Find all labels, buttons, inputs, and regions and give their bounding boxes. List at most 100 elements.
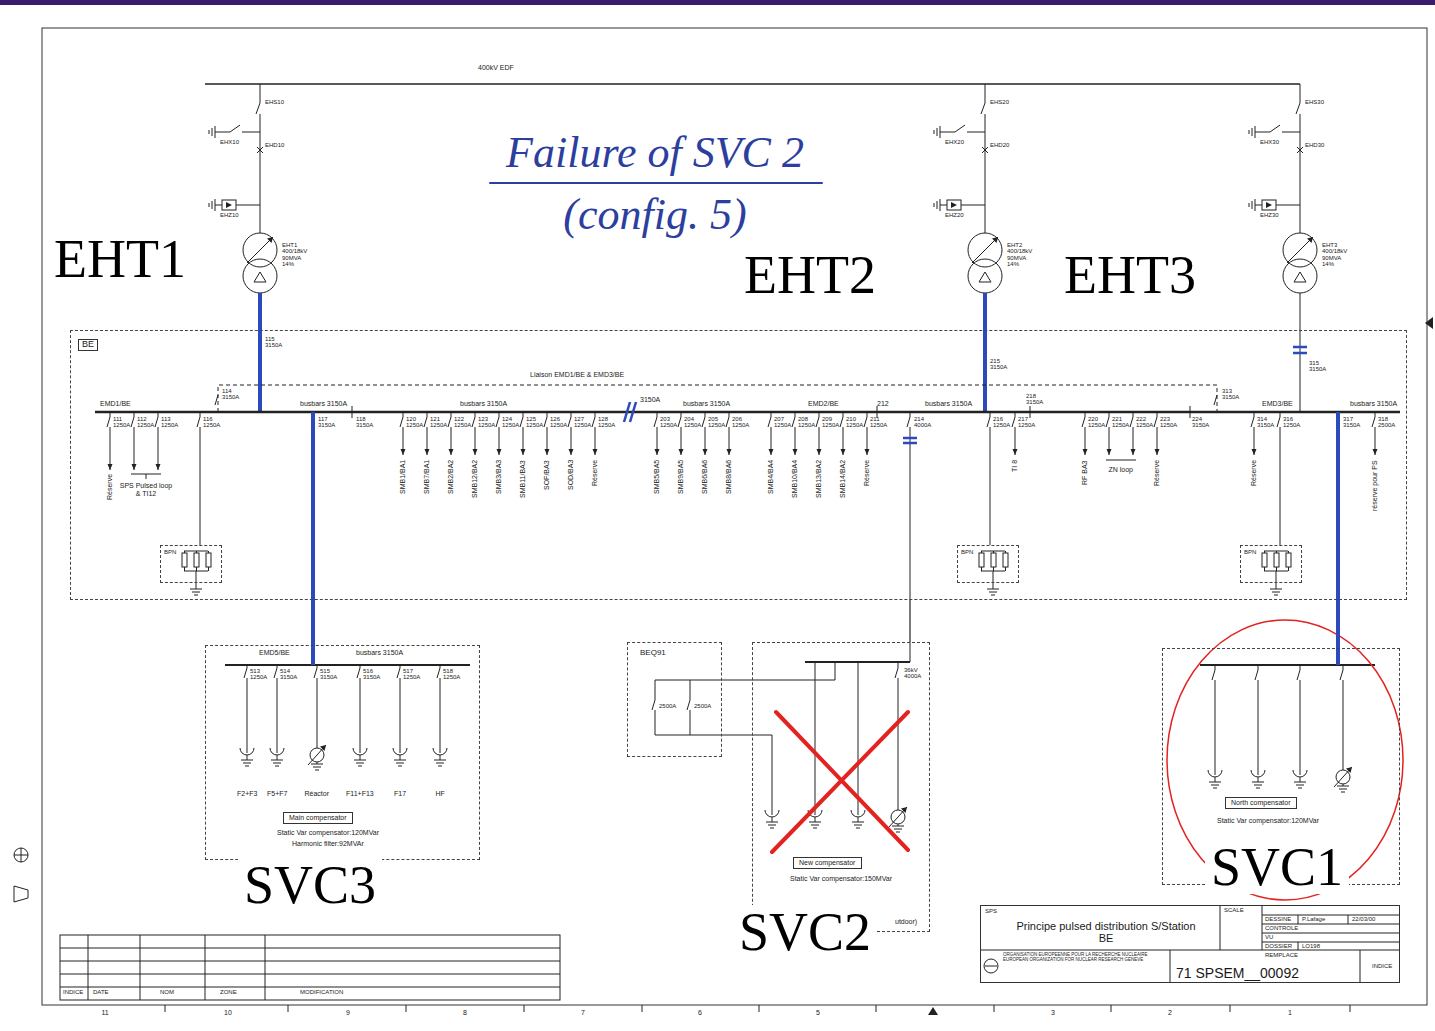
annotation-label: VU — [1265, 934, 1273, 941]
annotation-label: EMD1/BE — [100, 400, 131, 408]
wire — [1015, 412, 1016, 417]
ground-symbol — [1274, 595, 1278, 596]
arrow-head — [841, 449, 846, 455]
highlight-ellipse — [1167, 620, 1403, 900]
section-tag: EHT1 — [48, 232, 192, 286]
wire — [547, 412, 548, 417]
wire — [1300, 665, 1301, 670]
table-line — [980, 950, 1400, 951]
annotation-label: EHZ20 — [945, 212, 964, 219]
section-tag: SVC3 — [238, 858, 382, 912]
ground-symbol — [1255, 126, 1256, 138]
arrow-head — [1373, 449, 1378, 455]
switch-blade — [1372, 417, 1375, 427]
wire — [858, 810, 859, 815]
breaker-symbol — [1297, 147, 1303, 153]
annotation-label: 222 1250A — [1136, 416, 1153, 429]
filter-symbol — [433, 748, 447, 755]
arrow-head — [1107, 449, 1112, 455]
switch-blade — [1130, 417, 1133, 427]
feeder-name: SMB3/BA3 — [495, 460, 503, 494]
switch-blade — [678, 417, 681, 427]
ground-symbol — [991, 595, 995, 596]
delta-symbol — [254, 272, 266, 282]
wire — [752, 662, 835, 680]
annotation-label: 3 — [1051, 1009, 1055, 1017]
switch-blade — [314, 668, 317, 678]
table-line — [60, 974, 560, 975]
table-line — [88, 935, 89, 1000]
wire — [1215, 665, 1216, 670]
wire — [451, 412, 452, 417]
annotation-label: 7 — [581, 1009, 585, 1017]
arrow-head — [401, 449, 406, 455]
incoming-line — [205, 83, 1300, 85]
wire — [110, 412, 111, 417]
ground-symbol — [315, 770, 319, 771]
annotation-label: utdoor) — [895, 918, 917, 926]
annotation-label: 207 1250A — [774, 416, 791, 429]
surge-arrester — [1266, 202, 1272, 208]
annotation-label: CONTROLE — [1265, 925, 1298, 932]
switch-blade — [702, 417, 705, 427]
ground-symbol — [192, 592, 200, 593]
annotation-label: 128 1250A — [598, 416, 615, 429]
wire — [1343, 680, 1344, 770]
ground-symbol — [1213, 788, 1217, 789]
switch-blade — [1106, 417, 1109, 427]
highlight-feed — [311, 645, 315, 665]
switch-blade — [244, 668, 247, 678]
wire — [681, 412, 682, 417]
arrow-head — [521, 449, 526, 455]
annotation-label: 205 1250A — [708, 416, 725, 429]
ground-symbol — [1296, 785, 1304, 786]
wire — [400, 665, 401, 668]
annotation-label: DESSINE — [1265, 916, 1291, 923]
ground-symbol — [1341, 792, 1345, 793]
busbar — [225, 664, 470, 666]
annotation-label: EHZ10 — [220, 212, 239, 219]
arrow-head — [703, 449, 708, 455]
annotation-label: Liaison EMD1/BE & EMD3/BE — [530, 371, 624, 379]
wire — [403, 412, 404, 417]
wire — [184, 551, 185, 553]
breaker-symbol — [257, 147, 263, 153]
wire — [867, 412, 868, 417]
switch-blade — [816, 417, 819, 427]
switch-blade — [792, 417, 795, 427]
ground-symbol — [813, 828, 817, 829]
annotation-label: ZONE — [220, 989, 237, 996]
filter-symbol — [1208, 770, 1222, 777]
box-text: Principe pulsed distribution S/Station B… — [1011, 920, 1201, 944]
feeder-name: Réserve — [1250, 460, 1258, 486]
open-mark — [630, 402, 636, 422]
arrow-head — [449, 449, 454, 455]
annotation-label: EHX10 — [220, 139, 239, 146]
feeder-name: Réserve — [863, 460, 871, 486]
switch-blade — [424, 417, 427, 427]
wire — [993, 567, 994, 571]
surge-arrester — [222, 200, 236, 210]
annotation-label: 211 1250A — [870, 416, 887, 429]
arrow-head — [425, 449, 430, 455]
annotation-label: 125 1250A — [526, 416, 543, 429]
switch-blade — [907, 417, 910, 427]
wire — [215, 205, 222, 206]
wire — [277, 748, 278, 753]
wire — [1280, 412, 1281, 417]
annotation-label: F2+F3 — [237, 790, 257, 798]
reactor-symbol — [1334, 767, 1352, 787]
breaker-symbol — [982, 147, 988, 153]
resistor-symbol — [1003, 553, 1008, 567]
ground-symbol — [811, 825, 819, 826]
wire — [771, 412, 772, 417]
ground-symbol — [894, 829, 902, 830]
handwritten-title: Failure of SVC 2 (config. 5) — [465, 122, 845, 246]
title-block: SPSPrincipe pulsed distribution S/Statio… — [980, 905, 1400, 983]
annotation-label: EMD3/BE — [1262, 400, 1293, 408]
ground-symbol — [245, 766, 249, 767]
filter-symbol — [1251, 770, 1265, 777]
annotation-label: 11 — [102, 1009, 109, 1017]
wire — [940, 205, 947, 206]
